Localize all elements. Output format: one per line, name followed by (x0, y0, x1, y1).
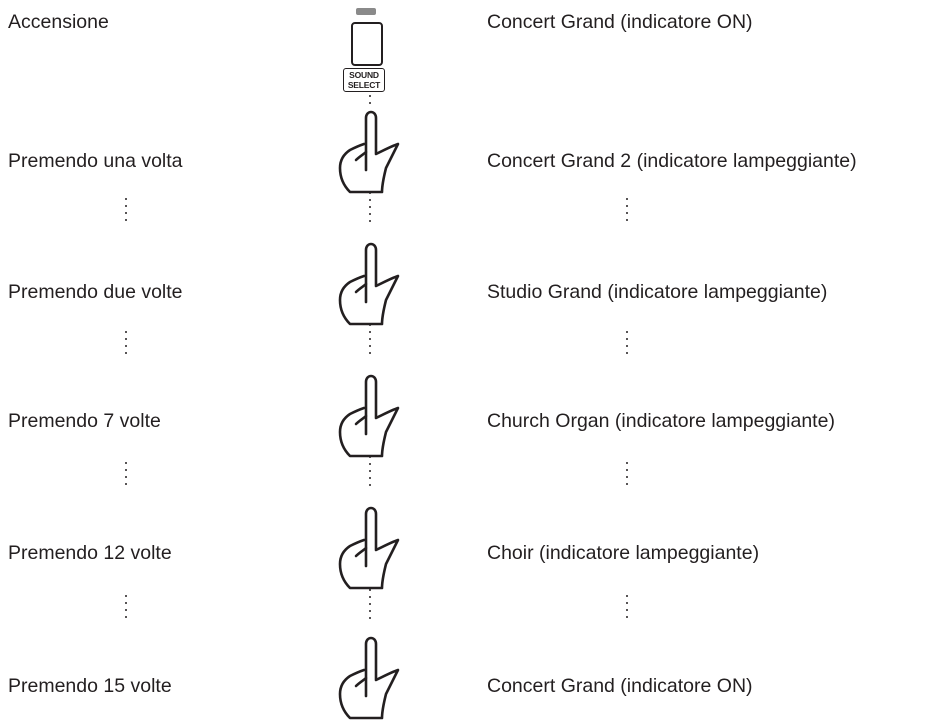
press-hand-icon (336, 634, 400, 720)
connector-dots (369, 456, 373, 491)
ellipsis-dots (125, 331, 129, 359)
indicator-led (356, 8, 376, 15)
step-action-once: Premendo una volta (8, 150, 183, 172)
step-result-twice: Studio Grand (indicatore lampeggiante) (487, 281, 828, 303)
connector-dots (369, 324, 373, 359)
step-action-twice: Premendo due volte (8, 281, 183, 303)
press-hand-icon (336, 372, 400, 458)
sound-select-label: SOUND SELECT (343, 68, 385, 92)
sound-select-button[interactable]: SOUND SELECT (343, 2, 388, 94)
step-result-7-times: Church Organ (indicatore lampeggiante) (487, 410, 835, 432)
step-action-12-times: Premendo 12 volte (8, 542, 172, 564)
sound-select-label-line1: SOUND (349, 70, 379, 80)
step-action-15-times: Premendo 15 volte (8, 675, 172, 697)
step-result-12-times: Choir (indicatore lampeggiante) (487, 542, 760, 564)
sound-select-label-line2: SELECT (347, 80, 381, 90)
press-hand-icon (336, 240, 400, 326)
press-hand-icon (336, 108, 400, 194)
step-result-power-on: Concert Grand (indicatore ON) (487, 11, 753, 33)
connector-dots (369, 95, 373, 109)
step-action-7-times: Premendo 7 volte (8, 410, 161, 432)
ellipsis-dots (125, 595, 129, 623)
press-hand-icon (336, 504, 400, 590)
step-result-15-times: Concert Grand (indicatore ON) (487, 675, 753, 697)
ellipsis-dots (125, 198, 129, 226)
sound-select-key[interactable] (351, 22, 383, 66)
step-action-power-on: Accensione (8, 11, 109, 33)
connector-dots (369, 192, 373, 227)
ellipsis-dots (626, 198, 630, 226)
ellipsis-dots (626, 331, 630, 359)
ellipsis-dots (125, 462, 129, 490)
connector-dots (369, 589, 373, 624)
ellipsis-dots (626, 595, 630, 623)
step-result-once: Concert Grand 2 (indicatore lampeggiante… (487, 150, 857, 172)
ellipsis-dots (626, 462, 630, 490)
